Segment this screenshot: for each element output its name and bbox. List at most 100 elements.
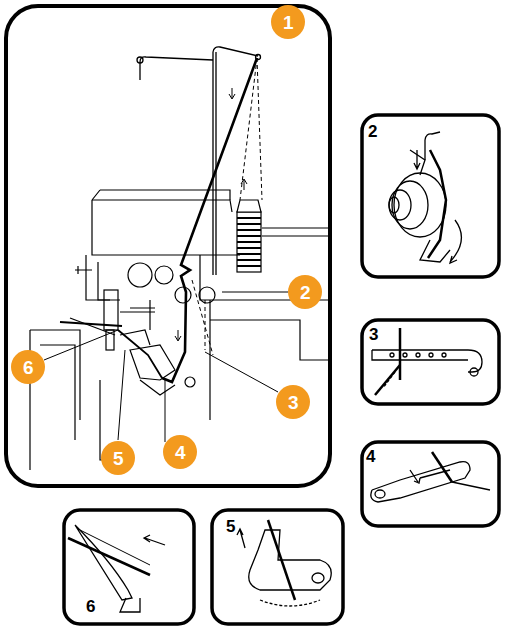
looper-tip-detail [68,525,165,612]
thread-guide-bar-detail-stroke [416,353,420,357]
thread-path-stroke [162,58,257,382]
callout-badge: 5 [100,440,136,476]
callout-badge: 2 [287,274,323,310]
tension-dial-detail-stroke [389,197,399,213]
detail-panel-outline [362,115,499,277]
callout-circle-shape [11,350,45,384]
thread-stand-stroke [215,52,216,275]
lower-guide-detail-stroke [268,520,295,600]
lower-guide-detail-stroke [249,530,332,590]
leader-lines-stroke [118,350,125,440]
callout-circle-shape [101,441,135,475]
tension-dial-detail [389,132,461,263]
callout-circle-shape [163,435,197,469]
detail-inset: 5 [210,508,345,626]
tension-dial-detail-stroke [450,220,461,263]
thread-stand-stroke [213,47,258,56]
machine-body-stroke [75,266,92,274]
thread-guide-bar-detail-stroke [383,372,395,388]
machine-body-stroke [209,300,210,420]
detail-panel-outline [362,442,499,526]
thread-stand-stroke [137,57,143,63]
thread-guide-bar-detail-stroke [375,365,400,395]
detail-panel-outline [362,320,499,404]
looper-guide-detail-stroke [452,482,490,490]
thread-guide-bar-detail-stroke [399,328,402,380]
thread-guide-bar-detail-stroke [403,353,407,357]
callout-number: 3 [288,393,299,412]
direction-arrows-stroke [175,330,181,341]
callout-circle-shape [276,385,310,419]
detail-panel [360,440,501,528]
looper-guide-detail-stroke [375,490,385,498]
main-panel [6,6,330,486]
machine-body-stroke [155,266,173,284]
machine-body-stroke [185,377,195,387]
leader-lines-stroke [222,292,288,293]
machine-body-stroke [104,290,118,330]
machine-body-stroke [120,330,150,345]
detail-panel [62,508,196,626]
dashed-thread-stroke [240,58,257,200]
thread-guide-bar-detail-stroke [390,353,394,357]
thread-path-stroke [70,318,115,335]
callout-badge: 6 [10,349,46,385]
dashed-thread [192,58,262,355]
machine-body-stroke [149,300,150,330]
thread-path [60,58,257,382]
detail-panel [360,318,501,406]
thread-stand [137,47,261,275]
looper-tip-detail-stroke [120,598,140,612]
spools-stroke [237,212,261,272]
tension-dial-detail-stroke [389,190,411,220]
detail-inset: 3 [360,318,501,406]
spools-stroke [237,200,261,212]
machine-body-stroke [175,287,191,303]
thread-guide-bar-detail-stroke [372,350,482,372]
thread-guide-bar-detail-stroke [429,353,433,357]
looper-tip-detail-stroke [144,535,165,545]
lower-guide-detail [237,520,331,606]
thread-guide-bar-detail [372,328,482,395]
looper-guide-detail-stroke [432,452,452,482]
callout-number: 1 [283,13,294,32]
tension-dial-detail-stroke [428,150,446,258]
thread-stand-stroke [140,57,213,80]
leader-lines [44,292,288,442]
lower-guide-detail-stroke [312,573,324,583]
looper-guide-detail [371,452,490,502]
lower-guide-detail-stroke [260,600,320,606]
machine-body-stroke [210,320,330,360]
dashed-thread-stroke [192,280,213,355]
spools-stroke [237,218,261,266]
leader-lines-stroke [165,380,166,442]
lower-guide-detail-stroke [237,529,245,548]
looper-guide-detail-stroke [410,470,420,483]
tension-dial-detail-stroke [410,150,425,175]
looper-tip-detail-stroke [68,538,150,575]
looper-tip-detail-stroke [80,530,150,565]
leader-lines-stroke [44,330,118,360]
thread-guide-bar-detail-stroke [470,368,478,376]
callout-number: 5 [113,449,124,468]
detail-panel [360,113,501,279]
tension-dial-detail-stroke [414,150,420,169]
leader-lines-stroke [205,352,278,392]
machine-body-stroke [120,308,155,312]
tension-dial-detail-stroke [420,240,450,262]
dashed-thread-stroke [257,58,262,200]
callout-number: 5 [226,518,235,535]
callout-number: 3 [369,326,378,343]
callout-number: 4 [366,448,375,465]
callout-badge: 1 [270,4,306,40]
direction-arrows-stroke [241,179,247,190]
callout-number: 6 [86,598,95,615]
machine-body [30,190,330,470]
machine-body-stroke [262,235,330,236]
callout-circle-shape [271,5,305,39]
dashed-thread-stroke [205,300,206,350]
callout-number: 2 [300,283,311,302]
machine-body-stroke [199,287,215,303]
